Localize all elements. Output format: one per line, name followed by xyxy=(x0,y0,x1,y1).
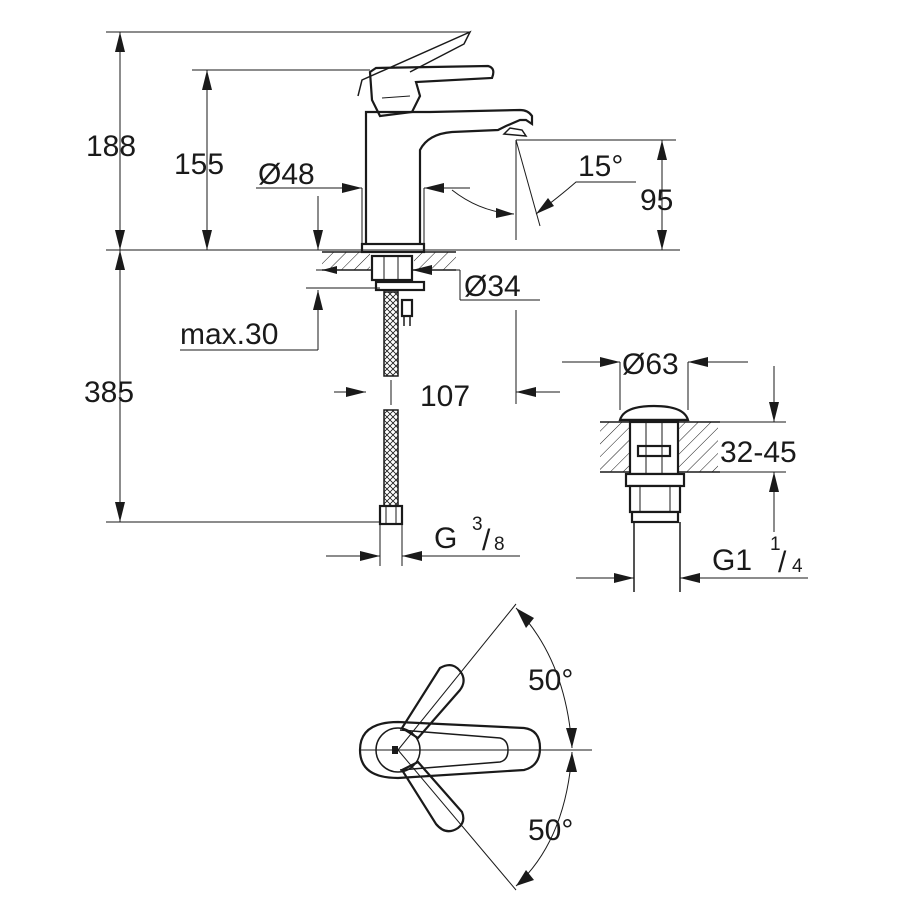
hose-thread-label: G 3 / 8 xyxy=(434,514,505,557)
dim-95-label: 95 xyxy=(640,184,673,217)
hose-thread-numerator: 3 xyxy=(472,514,483,535)
dimension-lines xyxy=(106,31,676,566)
top-view xyxy=(358,603,592,891)
dim-155-label: 155 xyxy=(174,148,224,181)
hose-thread-denominator: 8 xyxy=(494,534,505,555)
waste-thread-main: G1 xyxy=(712,544,752,577)
dim-d63-label: Ø63 xyxy=(622,348,679,381)
dim-188-label: 188 xyxy=(86,130,136,163)
waste-thread-denominator: 4 xyxy=(792,556,803,577)
dim-50deg-up-label: 50° xyxy=(528,664,573,697)
hose-thread-slash: / xyxy=(482,524,491,557)
hose-thread-main: G xyxy=(434,522,457,555)
dim-d48-label: Ø48 xyxy=(258,158,315,191)
dim-max30-label: max.30 xyxy=(180,318,278,351)
dim-d34-label: Ø34 xyxy=(464,270,521,303)
dim-32-45-label: 32-45 xyxy=(720,436,797,469)
waste-thread-label: G1 1 / 4 xyxy=(712,534,803,579)
waste-thread-slash: / xyxy=(778,546,787,579)
waste-valve xyxy=(600,404,720,592)
dim-50deg-down-label: 50° xyxy=(528,814,573,847)
dim-15deg-label: 15° xyxy=(578,150,623,183)
faucet-side-view xyxy=(357,30,534,254)
waste-thread-numerator: 1 xyxy=(770,534,781,555)
waste-dimensions xyxy=(562,357,808,583)
dim-107-label: 107 xyxy=(420,380,470,413)
dim-385-label: 385 xyxy=(84,376,134,409)
